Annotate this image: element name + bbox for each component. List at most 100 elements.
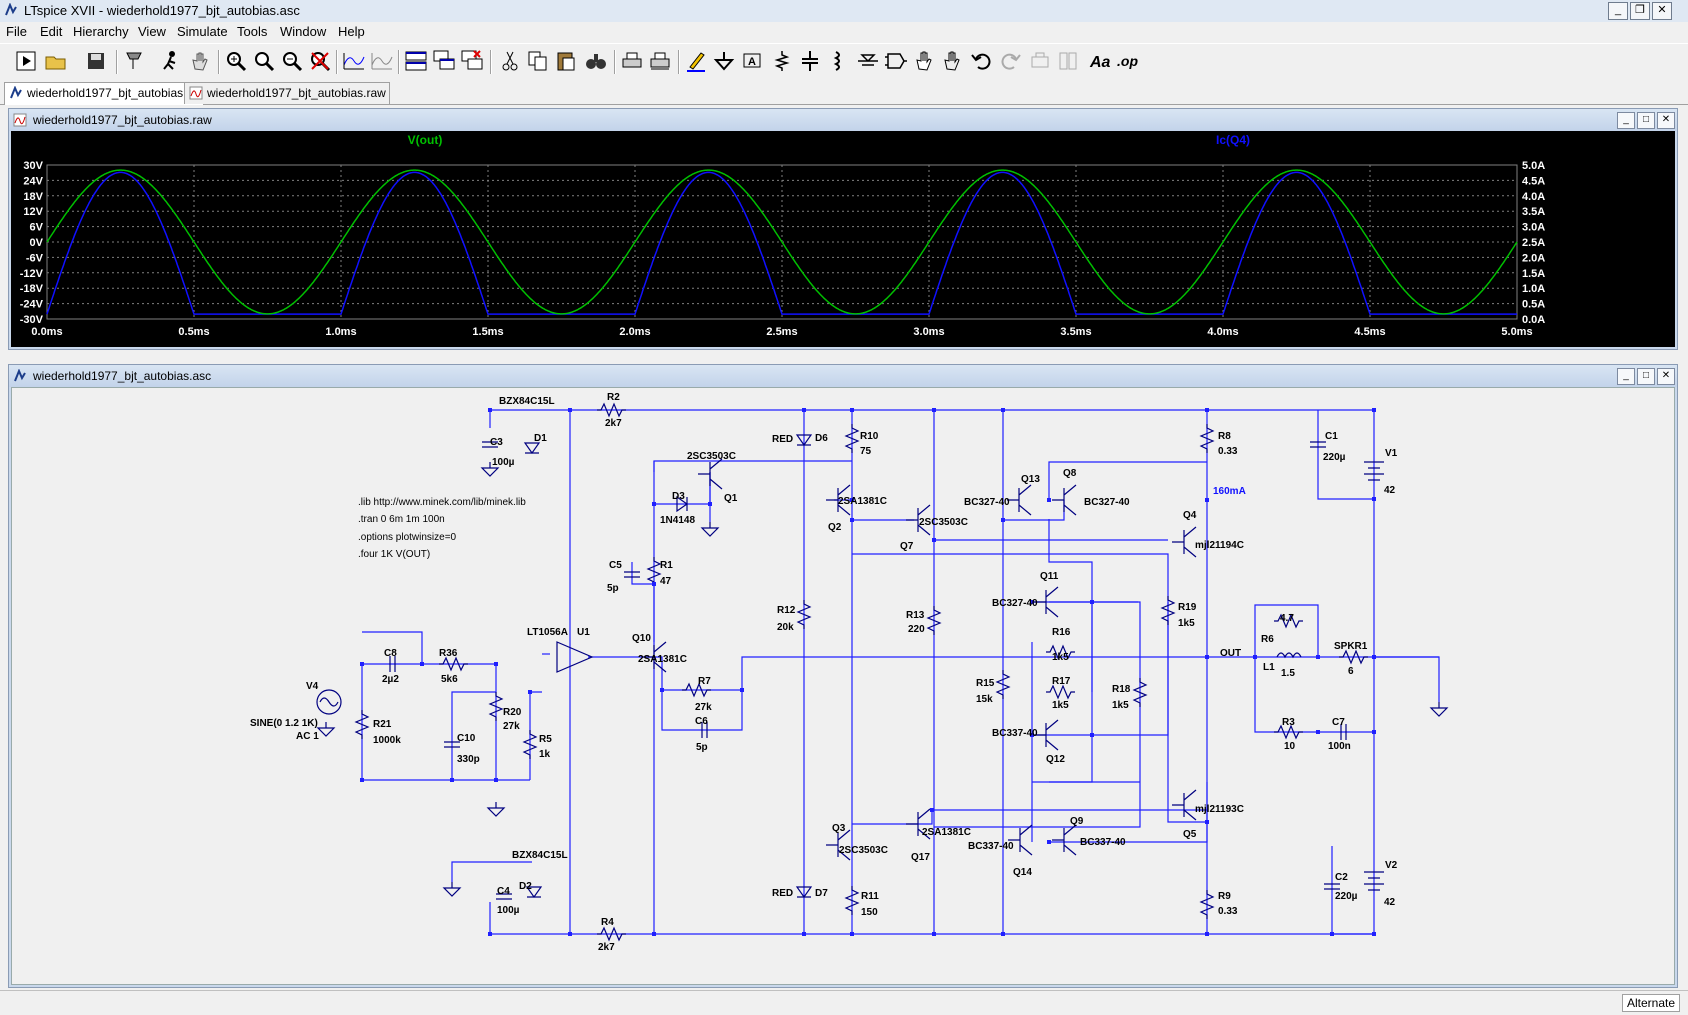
resistor-symbol[interactable] (1339, 649, 1368, 665)
wire[interactable] (1003, 500, 1065, 521)
components[interactable] (316, 402, 1449, 942)
diode-symbol[interactable] (676, 495, 689, 513)
label-out-net[interactable]: OUT (1220, 648, 1241, 659)
voltage-source-symbol[interactable] (316, 689, 342, 715)
schematic-minimize-button[interactable]: _ (1617, 368, 1635, 385)
resistor-symbol[interactable] (522, 730, 538, 759)
wire[interactable] (1374, 656, 1440, 702)
tab-schematic[interactable]: wiederhold1977_bjt_autobias.asc (4, 82, 205, 105)
wire[interactable] (1331, 846, 1374, 935)
undo-icon[interactable] (970, 49, 994, 73)
resistor-symbol[interactable] (844, 886, 860, 915)
transistor-symbol[interactable] (826, 484, 851, 516)
capacitor-symbol[interactable] (444, 741, 460, 748)
inductor-icon[interactable] (826, 49, 850, 73)
directive-lib[interactable]: .lib http://www.minek.com/lib/minek.lib (358, 497, 526, 508)
schematic-canvas[interactable]: BZX84C15L R2 2k7 C3 100µ D1 2SC3503C Q1 … (11, 387, 1675, 985)
minimize-button[interactable]: _ (1608, 2, 1628, 20)
schematic-close-button[interactable]: ✕ (1657, 368, 1675, 385)
diode-symbol[interactable] (523, 442, 541, 455)
resistor-symbol[interactable] (1046, 644, 1075, 660)
tile-icon[interactable] (404, 49, 428, 73)
wire[interactable] (631, 562, 654, 585)
capacitor-symbol[interactable] (1340, 724, 1347, 740)
move-icon[interactable] (912, 49, 936, 73)
menu-tools[interactable]: Tools (237, 24, 268, 39)
print-icon[interactable] (620, 49, 644, 73)
capacitor-icon[interactable] (798, 49, 822, 73)
text-icon[interactable]: Aa (1088, 49, 1112, 73)
resistor-symbol[interactable] (1199, 424, 1215, 453)
open-icon[interactable] (44, 49, 68, 73)
diode-symbol[interactable] (525, 886, 543, 899)
rotate-icon[interactable] (1028, 49, 1052, 73)
waveform-window[interactable]: wiederhold1977_bjt_autobias.raw _ □ ✕ 30… (8, 108, 1678, 350)
directive-four[interactable]: .four 1K V(OUT) (358, 549, 430, 560)
run-pause-icon[interactable] (158, 49, 182, 73)
capacitor-symbol[interactable] (496, 893, 512, 900)
resistor-symbol[interactable] (1132, 678, 1148, 707)
component-icon[interactable] (884, 49, 908, 73)
transistor-symbol[interactable] (1052, 824, 1077, 856)
cascade-icon[interactable] (432, 49, 456, 73)
tab-waveform[interactable]: wiederhold1977_bjt_autobias.raw (184, 82, 390, 104)
resistor-symbol[interactable] (1274, 724, 1303, 740)
battery-symbol[interactable] (1364, 461, 1384, 481)
wire[interactable] (852, 810, 933, 825)
wire[interactable] (934, 601, 1141, 828)
resistor-symbol[interactable] (488, 692, 504, 721)
resistor-symbol[interactable] (597, 926, 626, 942)
copy-icon[interactable] (526, 49, 550, 73)
wire[interactable] (852, 553, 1207, 823)
label-icon[interactable]: A (740, 49, 764, 73)
capacitor-symbol[interactable] (624, 571, 640, 578)
menu-simulate[interactable]: Simulate (177, 24, 228, 39)
waveform-maximize-button[interactable]: □ (1637, 112, 1655, 129)
directive-options[interactable]: .options plotwinsize=0 (358, 532, 457, 543)
cut-icon[interactable] (498, 49, 522, 73)
wire[interactable] (1254, 657, 1374, 733)
diode-symbol[interactable] (795, 434, 813, 447)
trace-ic-q4[interactable] (46, 171, 1517, 315)
resistor-symbol[interactable] (682, 682, 711, 698)
wire[interactable] (451, 861, 490, 882)
transistor-symbol[interactable] (1008, 824, 1033, 856)
mirror-icon[interactable] (1056, 49, 1080, 73)
capacitor-symbol[interactable] (482, 441, 498, 448)
menu-hierarchy[interactable]: Hierarchy (73, 24, 129, 39)
wire[interactable] (362, 631, 423, 664)
resistor-icon[interactable] (770, 49, 794, 73)
schematic-maximize-button[interactable]: □ (1637, 368, 1655, 385)
save-icon[interactable] (84, 49, 108, 73)
transistor-symbol[interactable] (698, 458, 723, 490)
transistor-symbol[interactable] (906, 504, 931, 536)
wire[interactable] (451, 691, 496, 780)
waveform-minimize-button[interactable]: _ (1617, 112, 1635, 129)
label-current-q4[interactable]: 160mA (1213, 486, 1246, 497)
resistor-symbol[interactable] (439, 656, 468, 672)
wire[interactable] (653, 460, 852, 472)
capacitor-symbol[interactable] (389, 656, 396, 672)
wire[interactable] (1032, 602, 1169, 736)
menu-file[interactable]: File (6, 24, 27, 39)
wire[interactable] (1317, 410, 1374, 500)
schematic-window[interactable]: wiederhold1977_bjt_autobias.asc _ □ ✕ BZ… (8, 364, 1678, 988)
trace-label-ic-q4[interactable]: Ic(Q4) (1216, 133, 1250, 147)
transistor-symbol[interactable] (642, 641, 667, 673)
transistor-symbol[interactable] (906, 808, 931, 840)
restore-button[interactable]: ❐ (1630, 2, 1650, 20)
wire[interactable] (1049, 782, 1208, 843)
transistor-symbol[interactable] (826, 829, 851, 861)
capacitor-symbol[interactable] (701, 722, 708, 738)
wire[interactable] (1048, 519, 1093, 692)
draw-wire-icon[interactable] (684, 49, 708, 73)
transistor-symbol[interactable] (1172, 526, 1197, 558)
inductor-symbol[interactable] (1276, 652, 1302, 659)
drag-icon[interactable] (940, 49, 964, 73)
transistor-symbol[interactable] (1007, 484, 1032, 516)
capacitor-symbol[interactable] (1324, 883, 1340, 890)
ground-icon[interactable] (712, 49, 736, 73)
directive-tran[interactable]: .tran 0 6m 1m 100n (358, 514, 445, 525)
wire[interactable] (1254, 604, 1319, 657)
battery-symbol[interactable] (1364, 871, 1384, 891)
